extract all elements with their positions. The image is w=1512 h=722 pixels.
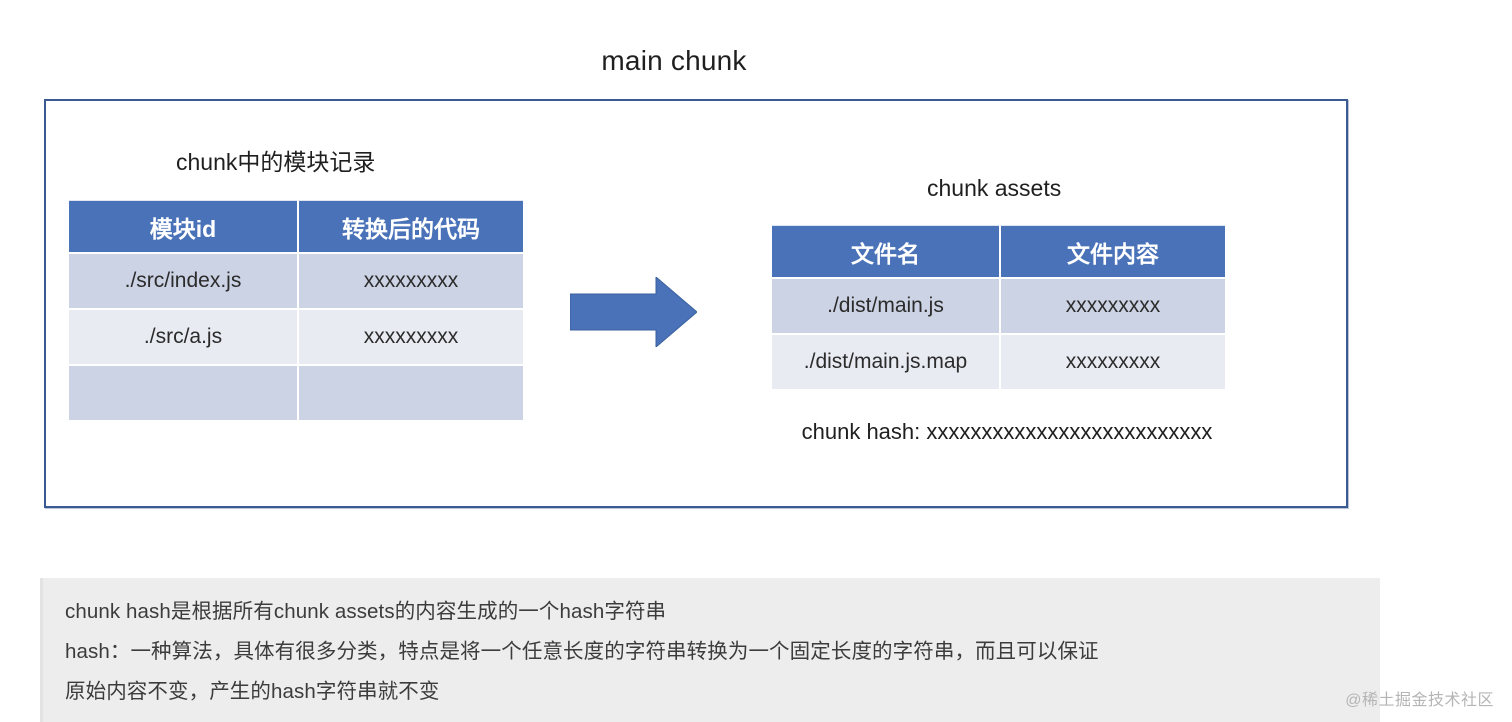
- modules-table: 模块id 转换后的代码 ./src/index.js xxxxxxxxx ./s…: [69, 200, 523, 422]
- table-row: ./dist/main.js.map xxxxxxxxx: [772, 335, 1225, 391]
- note-line-1: chunk hash是根据所有chunk assets的内容生成的一个hash字…: [65, 600, 667, 623]
- table-row: ./dist/main.js xxxxxxxxx: [772, 279, 1225, 335]
- modules-section-caption: chunk中的模块记录: [176, 149, 376, 175]
- table-row: ./src/a.js xxxxxxxxx: [69, 310, 523, 366]
- table-row: [69, 366, 523, 422]
- modules-cell-module-id: [69, 366, 297, 422]
- arrow-right-icon: [569, 275, 698, 349]
- assets-cell-filecontent: xxxxxxxxx: [999, 279, 1225, 335]
- assets-cell-filename: ./dist/main.js.map: [772, 335, 999, 391]
- note-line-2: hash：一种算法，具体有很多分类，特点是将一个任意长度的字符串转换为一个固定长…: [65, 640, 1099, 663]
- modules-header-transformed-code: 转换后的代码: [297, 200, 523, 254]
- table-header-row: 文件名 文件内容: [772, 225, 1225, 279]
- assets-header-filecontent: 文件内容: [999, 225, 1225, 279]
- assets-table: 文件名 文件内容 ./dist/main.js xxxxxxxxx ./dist…: [772, 225, 1225, 391]
- note-line-3: 原始内容不变，产生的hash字符串就不变: [65, 680, 440, 703]
- assets-section-caption: chunk assets: [927, 175, 1062, 201]
- assets-header-filename: 文件名: [772, 225, 999, 279]
- chunk-hash-label: chunk hash: xxxxxxxxxxxxxxxxxxxxxxxxxx: [801, 419, 1213, 444]
- note-box: chunk hash是根据所有chunk assets的内容生成的一个hash字…: [40, 578, 1380, 722]
- table-header-row: 模块id 转换后的代码: [69, 200, 523, 254]
- assets-cell-filecontent: xxxxxxxxx: [999, 335, 1225, 391]
- modules-header-module-id: 模块id: [69, 200, 297, 254]
- watermark: @稀土掘金技术社区: [1345, 692, 1494, 709]
- table-row: ./src/index.js xxxxxxxxx: [69, 254, 523, 310]
- page-title: main chunk: [601, 45, 747, 76]
- modules-cell-module-id: ./src/index.js: [69, 254, 297, 310]
- modules-cell-code: [297, 366, 523, 422]
- modules-cell-module-id: ./src/a.js: [69, 310, 297, 366]
- modules-cell-code: xxxxxxxxx: [297, 254, 523, 310]
- assets-cell-filename: ./dist/main.js: [772, 279, 999, 335]
- modules-cell-code: xxxxxxxxx: [297, 310, 523, 366]
